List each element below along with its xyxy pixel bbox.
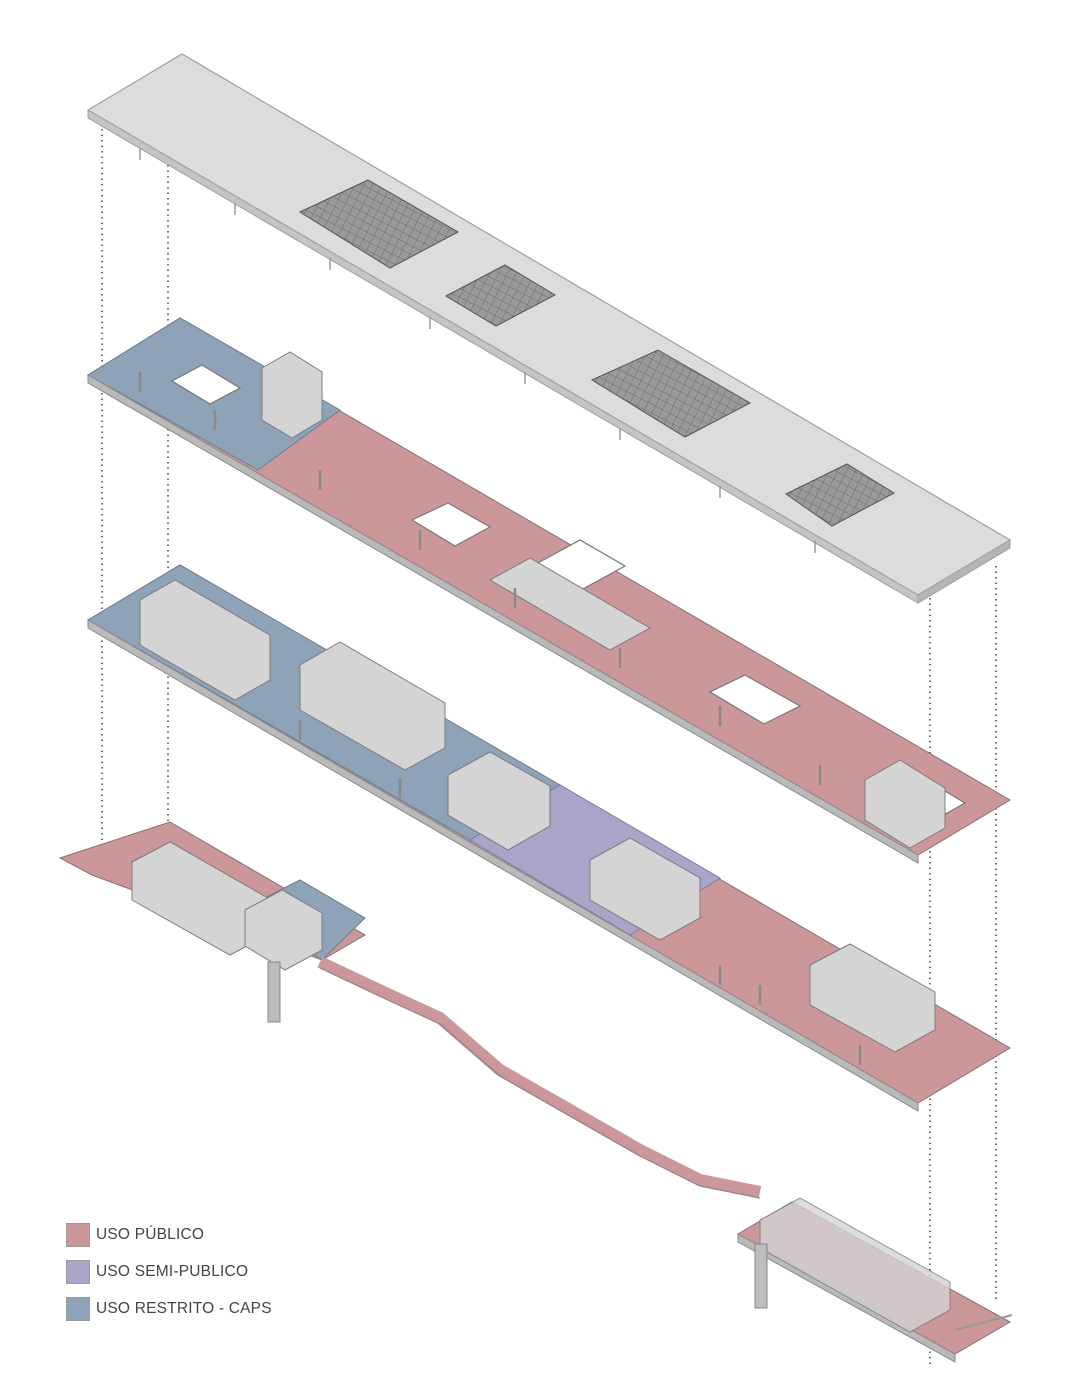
upper-columns bbox=[138, 372, 822, 785]
roof-slab bbox=[86, 53, 1012, 604]
legend-label-uso-publico: USO PÚBLICO bbox=[96, 1226, 205, 1243]
upper-walls bbox=[261, 351, 946, 849]
skylight-icon bbox=[298, 179, 896, 527]
lower-floor bbox=[58, 821, 762, 1199]
pillar bbox=[754, 1243, 768, 1309]
roof-columns bbox=[139, 148, 816, 553]
legend-swatch-uso-publico bbox=[66, 1223, 90, 1247]
alignment-lines bbox=[101, 118, 997, 1365]
base-platform bbox=[736, 1197, 1013, 1363]
legend-item-uso-publico: USO PÚBLICO bbox=[66, 1222, 272, 1248]
middle-columns bbox=[298, 720, 862, 1065]
legend-swatch-uso-semi-publico bbox=[66, 1260, 90, 1284]
ramp bbox=[317, 956, 762, 1198]
middle-walls bbox=[139, 579, 936, 1053]
legend-label-uso-restrito: USO RESTRITO - CAPS bbox=[96, 1300, 272, 1317]
lower-walls bbox=[131, 841, 323, 971]
upper-floor bbox=[87, 317, 1011, 864]
legend-item-uso-semi-publico: USO SEMI-PUBLICO bbox=[66, 1259, 272, 1285]
legend-label-uso-semi-publico: USO SEMI-PUBLICO bbox=[96, 1263, 249, 1280]
legend-swatch-uso-restrito bbox=[66, 1297, 90, 1321]
legend-item-uso-restrito: USO RESTRITO - CAPS bbox=[66, 1296, 272, 1322]
legend: USO PÚBLICO USO SEMI-PUBLICO USO RESTRIT… bbox=[66, 1222, 272, 1333]
pillar bbox=[267, 961, 281, 1023]
middle-floor bbox=[87, 564, 1011, 1112]
